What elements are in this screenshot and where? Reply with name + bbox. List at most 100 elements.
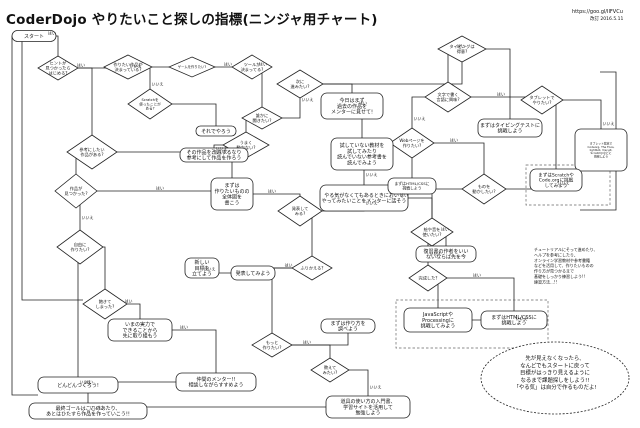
node-label-line: ヒントが <box>50 60 68 67</box>
node-label-line: しまった? <box>96 304 115 310</box>
node-label: 発表してみる? <box>292 205 309 217</box>
flowchart-notes: チュートリアルにそって進めたり、ヘルプを参考にしたり、オンライン学習教材や参考書… <box>480 246 630 415</box>
closing-note: 先が見えなくなったら、なんどでもスタートに戻って目標がはっきり見えるようになるま… <box>513 354 596 391</box>
node-label-line: 過去の作品を <box>337 103 367 110</box>
node-q_hint: ヒントが見つかったらはじめる? <box>37 55 79 81</box>
decision-diamond <box>231 54 273 80</box>
node-label-line: みる? <box>295 211 306 217</box>
node-p_past: 今日はまず過去の作品をメンターに見せて! <box>320 92 384 120</box>
node-label-line: 作品がある? <box>80 151 103 158</box>
node-label: ヒントが見つかったらはじめる? <box>45 60 70 77</box>
node-p_book: 道具の使い方の入門書、学習サイトを活用して勉強しよう <box>325 395 411 419</box>
node-q_review: ふりかえる? <box>291 255 333 281</box>
node-label-line: いまの実力で <box>125 321 155 328</box>
node-label-line: 参考にして作品を作ろう <box>187 155 242 162</box>
node-label-line: まずはScratchや <box>538 171 574 178</box>
node-q_textlang: 文字で書く言語に興味? <box>424 81 472 113</box>
node-label: うまく動かない? <box>237 140 256 151</box>
node-p_ask: まずは作り方を調べよう <box>320 318 376 334</box>
node-label-line: 文字で書く <box>438 91 459 98</box>
revision-date: 改訂 2016.5.11 <box>590 17 624 22</box>
node-label: もっと作りたい? <box>263 340 282 351</box>
node-label: 次に進みたい? <box>291 78 310 90</box>
node-q_tablet: タブレットでやりたい? <box>520 85 564 115</box>
decision-diamond <box>66 134 118 170</box>
node-label: 完成した? <box>419 274 438 281</box>
decision-diamond <box>408 264 448 292</box>
node-label-line: それでやろう <box>201 128 231 135</box>
node-q_game: ゲームを作りたい? <box>167 56 217 78</box>
closing-note-line: 「やる気」は自分で作るものだよ! <box>513 383 596 391</box>
node-label-line: まずは <box>224 182 239 189</box>
node-label: どんどんつくろう! <box>57 382 99 389</box>
closing-note-line: 目標がはっきり見えるように <box>520 369 590 377</box>
node-label-line: 誰かに <box>256 112 269 119</box>
decision-diamond <box>37 55 79 81</box>
node-label-line: やりたい? <box>533 99 552 106</box>
node-label-line: うまく <box>240 140 253 146</box>
edge-label-no: いいえ <box>152 81 164 87</box>
edge-label-yes: はい <box>303 340 311 345</box>
node-label: タイピングは得意? <box>449 43 474 54</box>
edge-left-rail <box>11 36 38 396</box>
edge-label-no: いいえ <box>216 145 228 151</box>
process-box <box>28 402 148 420</box>
node-p_lang: まずはHTML/CSSに挑戦しよう <box>387 177 437 195</box>
edge-label-no: いいえ <box>558 180 570 186</box>
node-label: やる気がなくてもあるときにおいてやってみたいことをメンターに話そう <box>322 192 407 205</box>
decision-diamond <box>461 173 507 205</box>
decision-diamond <box>424 81 472 113</box>
node-label-line: 完成した? <box>419 274 438 281</box>
node-label-line: Webページを <box>399 137 424 143</box>
node-label-line: 挑戦しよう <box>402 186 421 191</box>
edge-label-yes: はい <box>77 63 85 68</box>
node-label-line: あとはひたすら作品を作っていこう!! <box>46 411 130 418</box>
node-p_try: それでやろう <box>195 125 237 137</box>
edge-q_typing-p_typing <box>462 48 511 128</box>
node-label: Scratchを使ったことがある? <box>139 97 161 110</box>
node-label: ふりかえる? <box>300 264 323 271</box>
node-label-line: 参考にしたい <box>79 146 104 153</box>
node-label-line: やってみたいことをメンターに話そう <box>322 198 407 205</box>
node-label-line: やる気がなくてもあるときにおいて <box>324 192 403 199</box>
node-label-line: 使ったことが <box>139 101 161 106</box>
node-label-line: Code.orgに挑戦 <box>539 177 574 184</box>
node-label: 文字で書く言語に興味? <box>436 91 459 103</box>
node-label-line: 動かない? <box>237 144 256 151</box>
node-label-line: どんどんつくろう! <box>57 382 99 389</box>
node-q_scratch: Scratchを使ったことがある? <box>127 88 173 120</box>
closing-note-bubble <box>480 341 630 415</box>
edge-label-yes: はい <box>441 227 449 232</box>
node-label: 今日はまず過去の作品をメンターに見せて! <box>331 97 373 116</box>
node-label-line: してみよう <box>545 183 568 189</box>
terminal-shape <box>11 30 57 42</box>
edge-label-no: いいえ <box>516 315 528 321</box>
closing-note-line: なるまで課題探しをしよう!! <box>520 376 589 384</box>
process-box <box>325 395 411 419</box>
node-label: 絵や音を使いたい? <box>423 226 442 238</box>
node-label-line: ツールが <box>244 61 262 68</box>
node-label-line: 復習書の作者をいい <box>423 248 468 255</box>
edge-label-yes: はい <box>48 31 56 36</box>
flowchart-edge-labels: はいいいえはいいいえはいいいえはいいいえはいいいえはいいいえはいいいえはいいいえ… <box>48 31 615 411</box>
node-label-line: 作りたい? <box>71 246 90 253</box>
edge-label-yes: はい <box>180 325 188 330</box>
edge-inner-rail <box>21 36 83 301</box>
node-p_what: どんどんつくろう! <box>37 376 119 394</box>
node-label: ゲームを作りたい? <box>178 64 207 69</box>
guide-box-scratch <box>525 164 611 206</box>
node-label-line: まずはタイピングテストに <box>480 122 540 129</box>
decision-diamond <box>103 54 153 80</box>
node-label: まずはHTML/CSSに挑戦しよう <box>394 181 429 190</box>
edge-q_review-q_more <box>271 267 312 345</box>
source-url[interactable]: https://goo.gl/IIFVCu <box>572 9 623 15</box>
decision-diamond <box>277 195 323 227</box>
node-label-line: 言語に興味? <box>436 96 459 103</box>
node-label-line: 作りたい? <box>403 142 422 148</box>
node-q_next: 次に進みたい? <box>276 69 324 99</box>
node-label-line: まずは作り方を <box>330 320 365 327</box>
node-q_teach: 教えてみたい? <box>310 357 350 383</box>
node-q_typing: タイピングは得意? <box>437 35 487 63</box>
node-label: 道具の使い方の入門書、学習サイトを活用して勉強しよう <box>340 398 395 417</box>
